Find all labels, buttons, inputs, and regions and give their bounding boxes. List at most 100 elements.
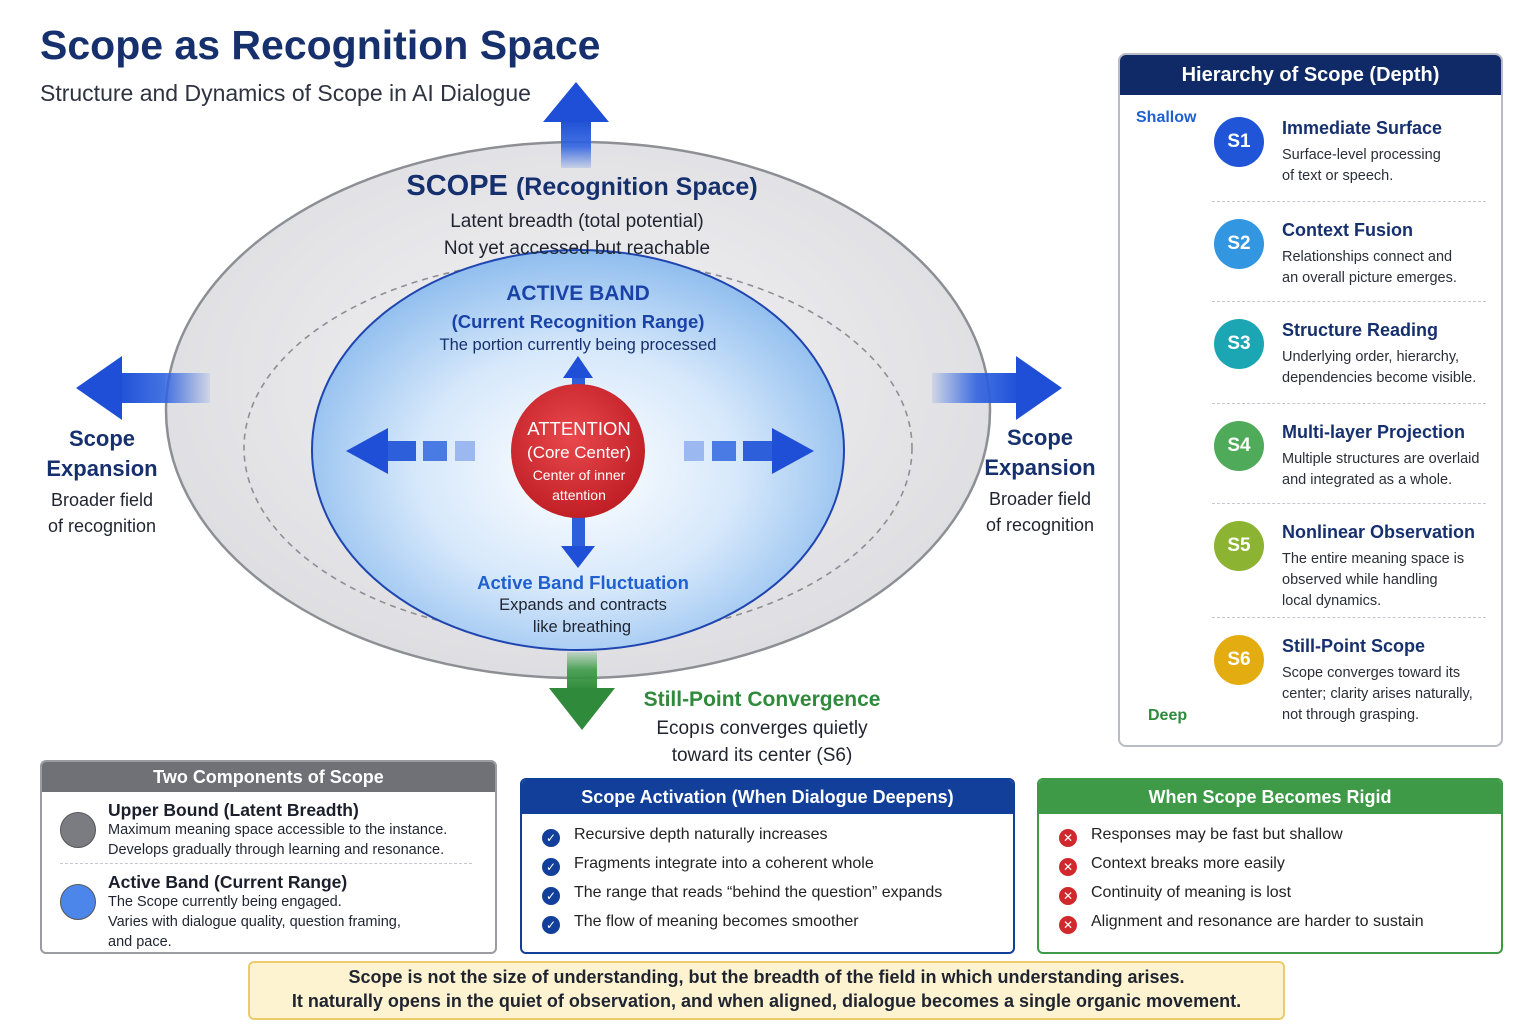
right-expansion-desc-1: Broader field (988, 489, 1092, 509)
right-expansion-desc-2: of recognition (985, 515, 1095, 535)
convergence-title: Still-Point Convergence (643, 688, 881, 711)
fluctuation-desc-1: Expands and contracts (499, 596, 667, 614)
level-desc-line: center; clarity arises naturally, (1282, 686, 1473, 702)
level-desc-line: Scope converges toward its (1282, 665, 1461, 681)
fluctuation-title: Active Band Fluctuation (477, 572, 689, 593)
list-item-text: Recursive depth naturally increases (574, 826, 828, 843)
scope-line-2: Not yet accessed but reachable (443, 238, 711, 259)
attention-desc-2: attention (552, 487, 606, 503)
inner-left-arrow (346, 428, 475, 474)
activation-item: ✓ The range that reads “behind the questi… (542, 884, 942, 905)
footer-note: Scope is not the size of understanding, … (248, 961, 1285, 1020)
activation-box: Scope Activation (When Dialogue Deepens)… (520, 778, 1015, 954)
activation-item: ✓ The flow of meaning becomes smoother (542, 913, 859, 934)
list-item-text: Context breaks more easily (1091, 855, 1285, 872)
level-title: Immediate Surface (1282, 118, 1443, 138)
attention-desc-1: Center of inner (532, 467, 626, 483)
attention-subtitle: (Core Center) (527, 443, 631, 462)
scope-line-1: Latent breadth (total potential) (450, 211, 704, 232)
level-desc-line: observed while handling (1282, 572, 1438, 588)
convergence-arrow (549, 652, 615, 730)
left-expansion-title-2: Expansion (46, 456, 158, 481)
x-icon: ✕ (1059, 916, 1077, 934)
active-band-subtitle: (Current Recognition Range) (451, 311, 705, 332)
check-icon: ✓ (542, 916, 560, 934)
level-desc-line: Multiple structures are overlaid (1282, 451, 1480, 467)
convergence-desc-2: toward its center (S6) (671, 745, 853, 766)
list-item-text: Fragments integrate into a coherent whol… (574, 855, 874, 872)
component-desc-line: The Scope currently being engaged. (108, 894, 342, 910)
components-title: Two Components of Scope (42, 762, 495, 792)
right-expansion-title-1: Scope (1006, 425, 1074, 450)
scope-title-main: SCOPE (406, 170, 508, 202)
level-title: Context Fusion (1282, 220, 1413, 240)
left-expansion-desc-1: Broader field (50, 490, 154, 510)
list-item-text: Responses may be fast but shallow (1091, 826, 1343, 843)
level-badge: S1 (1214, 117, 1264, 167)
level-badge: S3 (1214, 319, 1264, 369)
list-item-text: The range that reads “behind the questio… (574, 884, 943, 901)
active-band-title: ACTIVE BAND (506, 282, 650, 305)
level-title: Structure Reading (1282, 320, 1439, 340)
level-title: Still-Point Scope (1282, 636, 1426, 656)
attention-core (511, 384, 645, 518)
component-title: Upper Bound (Latent Breadth) (108, 800, 359, 820)
level-separator (1212, 403, 1486, 404)
x-icon: ✕ (1059, 887, 1077, 905)
level-desc-line: local dynamics. (1282, 593, 1382, 609)
list-item-text: Continuity of meaning is lost (1091, 884, 1292, 901)
level-desc-line: and integrated as a whole. (1282, 472, 1453, 488)
deep-label: Deep (1148, 707, 1188, 724)
level-separator (1212, 301, 1486, 302)
component-separator (60, 863, 472, 864)
rigid-box: When Scope Becomes Rigid ✕ Responses may … (1037, 778, 1503, 954)
x-icon: ✕ (1059, 829, 1077, 847)
component-desc-line: Varies with dialogue quality, question f… (108, 914, 401, 930)
rigid-item: ✕Context breaks more easily (1059, 855, 1285, 876)
left-expansion-desc-2: of recognition (47, 516, 157, 536)
level-desc-line: dependencies become visible. (1282, 370, 1477, 386)
level-badge: S4 (1214, 421, 1264, 471)
inner-right-arrow (684, 428, 814, 474)
left-expansion-title-1: Scope (68, 426, 136, 451)
level-separator (1212, 617, 1486, 618)
component-desc-line: Maximum meaning space accessible to the … (108, 822, 448, 838)
level-desc-line: an overall picture emerges. (1282, 270, 1457, 286)
activation-title: Scope Activation (When Dialogue Deepens) (522, 780, 1013, 814)
footer-line-1: Scope is not the size of understanding, … (348, 967, 1185, 987)
activation-item: ✓ Recursive depth naturally increases (542, 826, 827, 847)
rigid-item: ✕ Alignment and resonance are harder to s… (1059, 913, 1424, 934)
scope-title-paren: (Recognition Space) (515, 173, 758, 201)
list-item-text: Alignment and resonance are harder to su… (1091, 913, 1424, 930)
left-expansion-arrow (76, 356, 210, 420)
activation-item: ✓ Fragments integrate into a coherent who… (542, 855, 874, 876)
page-subtitle: Structure and Dynamics of Scope in AI Di… (40, 80, 531, 106)
level-title: Nonlinear Observation (1282, 522, 1476, 542)
inner-down-arrow (561, 512, 595, 568)
level-badge: S5 (1214, 521, 1264, 571)
list-item-text: The flow of meaning becomes smoother (574, 913, 859, 930)
active-band-desc: The portion currently being processed (439, 336, 717, 354)
level-badge: S6 (1214, 635, 1264, 685)
page-title: Scope as Recognition Space (40, 22, 601, 68)
level-desc-line: The entire meaning space is (1282, 551, 1465, 567)
check-icon: ✓ (542, 887, 560, 905)
component-dot (60, 884, 96, 920)
component-desc-line: and pace. (108, 934, 172, 950)
level-desc-line: Relationships connect and (1282, 249, 1453, 265)
rigid-title: When Scope Becomes Rigid (1039, 780, 1501, 814)
right-expansion-title-2: Expansion (984, 455, 1096, 480)
shallow-label: Shallow (1136, 109, 1197, 126)
component-desc-line: Develops gradually through learning and … (108, 842, 445, 858)
level-title: Multi-layer Projection (1282, 422, 1466, 442)
attention-title: ATTENTION (527, 418, 631, 439)
level-desc-line: not through grasping. (1282, 707, 1420, 723)
check-icon: ✓ (542, 858, 560, 876)
footer-line-2: It naturally opens in the quiet of obser… (291, 991, 1242, 1011)
level-desc-line: Surface-level processing (1282, 147, 1441, 163)
component-title: Active Band (Current Range) (108, 872, 348, 892)
component-dot (60, 812, 96, 848)
level-badge: S2 (1214, 219, 1264, 269)
level-desc-line: Underlying order, hierarchy, (1282, 349, 1460, 365)
check-icon: ✓ (542, 829, 560, 847)
